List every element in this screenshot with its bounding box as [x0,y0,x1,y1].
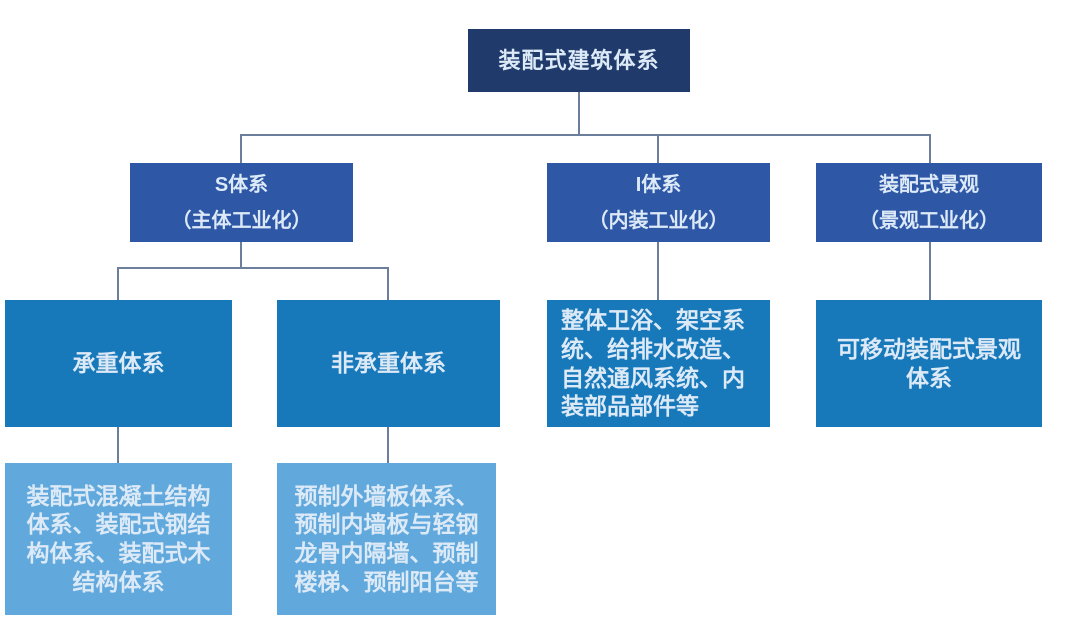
node-prefab-landscape: 装配式景观 （景观工业化） [816,163,1042,242]
node-non-load-bearing-system: 非承重体系 [277,300,500,427]
connector-i-system-child [657,242,659,300]
connector-level2-rail [240,134,931,136]
connector-s-trunk [240,242,242,269]
node-s-system: S体系 （主体工业化） [130,163,353,242]
node-i-system: I体系 （内装工业化） [547,163,770,242]
connector-drop-landscape [929,134,931,163]
connector-drop-i-system [657,134,659,163]
connector-drop-load-bearing [117,267,119,300]
connector-root-trunk [578,92,580,136]
connector-s-rail [117,267,389,269]
connector-load-bearing-child [117,427,119,463]
node-load-bearing-system: 承重体系 [5,300,232,427]
node-root-prefab-building-system: 装配式建筑体系 [468,29,690,92]
node-movable-landscape-system: 可移动装配式景观 体系 [816,300,1042,427]
node-structure-systems: 装配式混凝土结构 体系、装配式钢结 构体系、装配式木 结构体系 [5,463,232,615]
connector-drop-s-system [240,134,242,163]
node-interior-parts: 整体卫浴、架空系 统、给排水改造、 自然通风系统、内 装部品部件等 [547,300,770,427]
node-precast-parts: 预制外墙板体系、 预制内墙板与轻钢 龙骨内隔墙、预制 楼梯、预制阳台等 [277,463,496,615]
connector-non-load-bearing-child [387,427,389,463]
connector-drop-non-load-bearing [387,267,389,300]
connector-landscape-child [929,242,931,300]
